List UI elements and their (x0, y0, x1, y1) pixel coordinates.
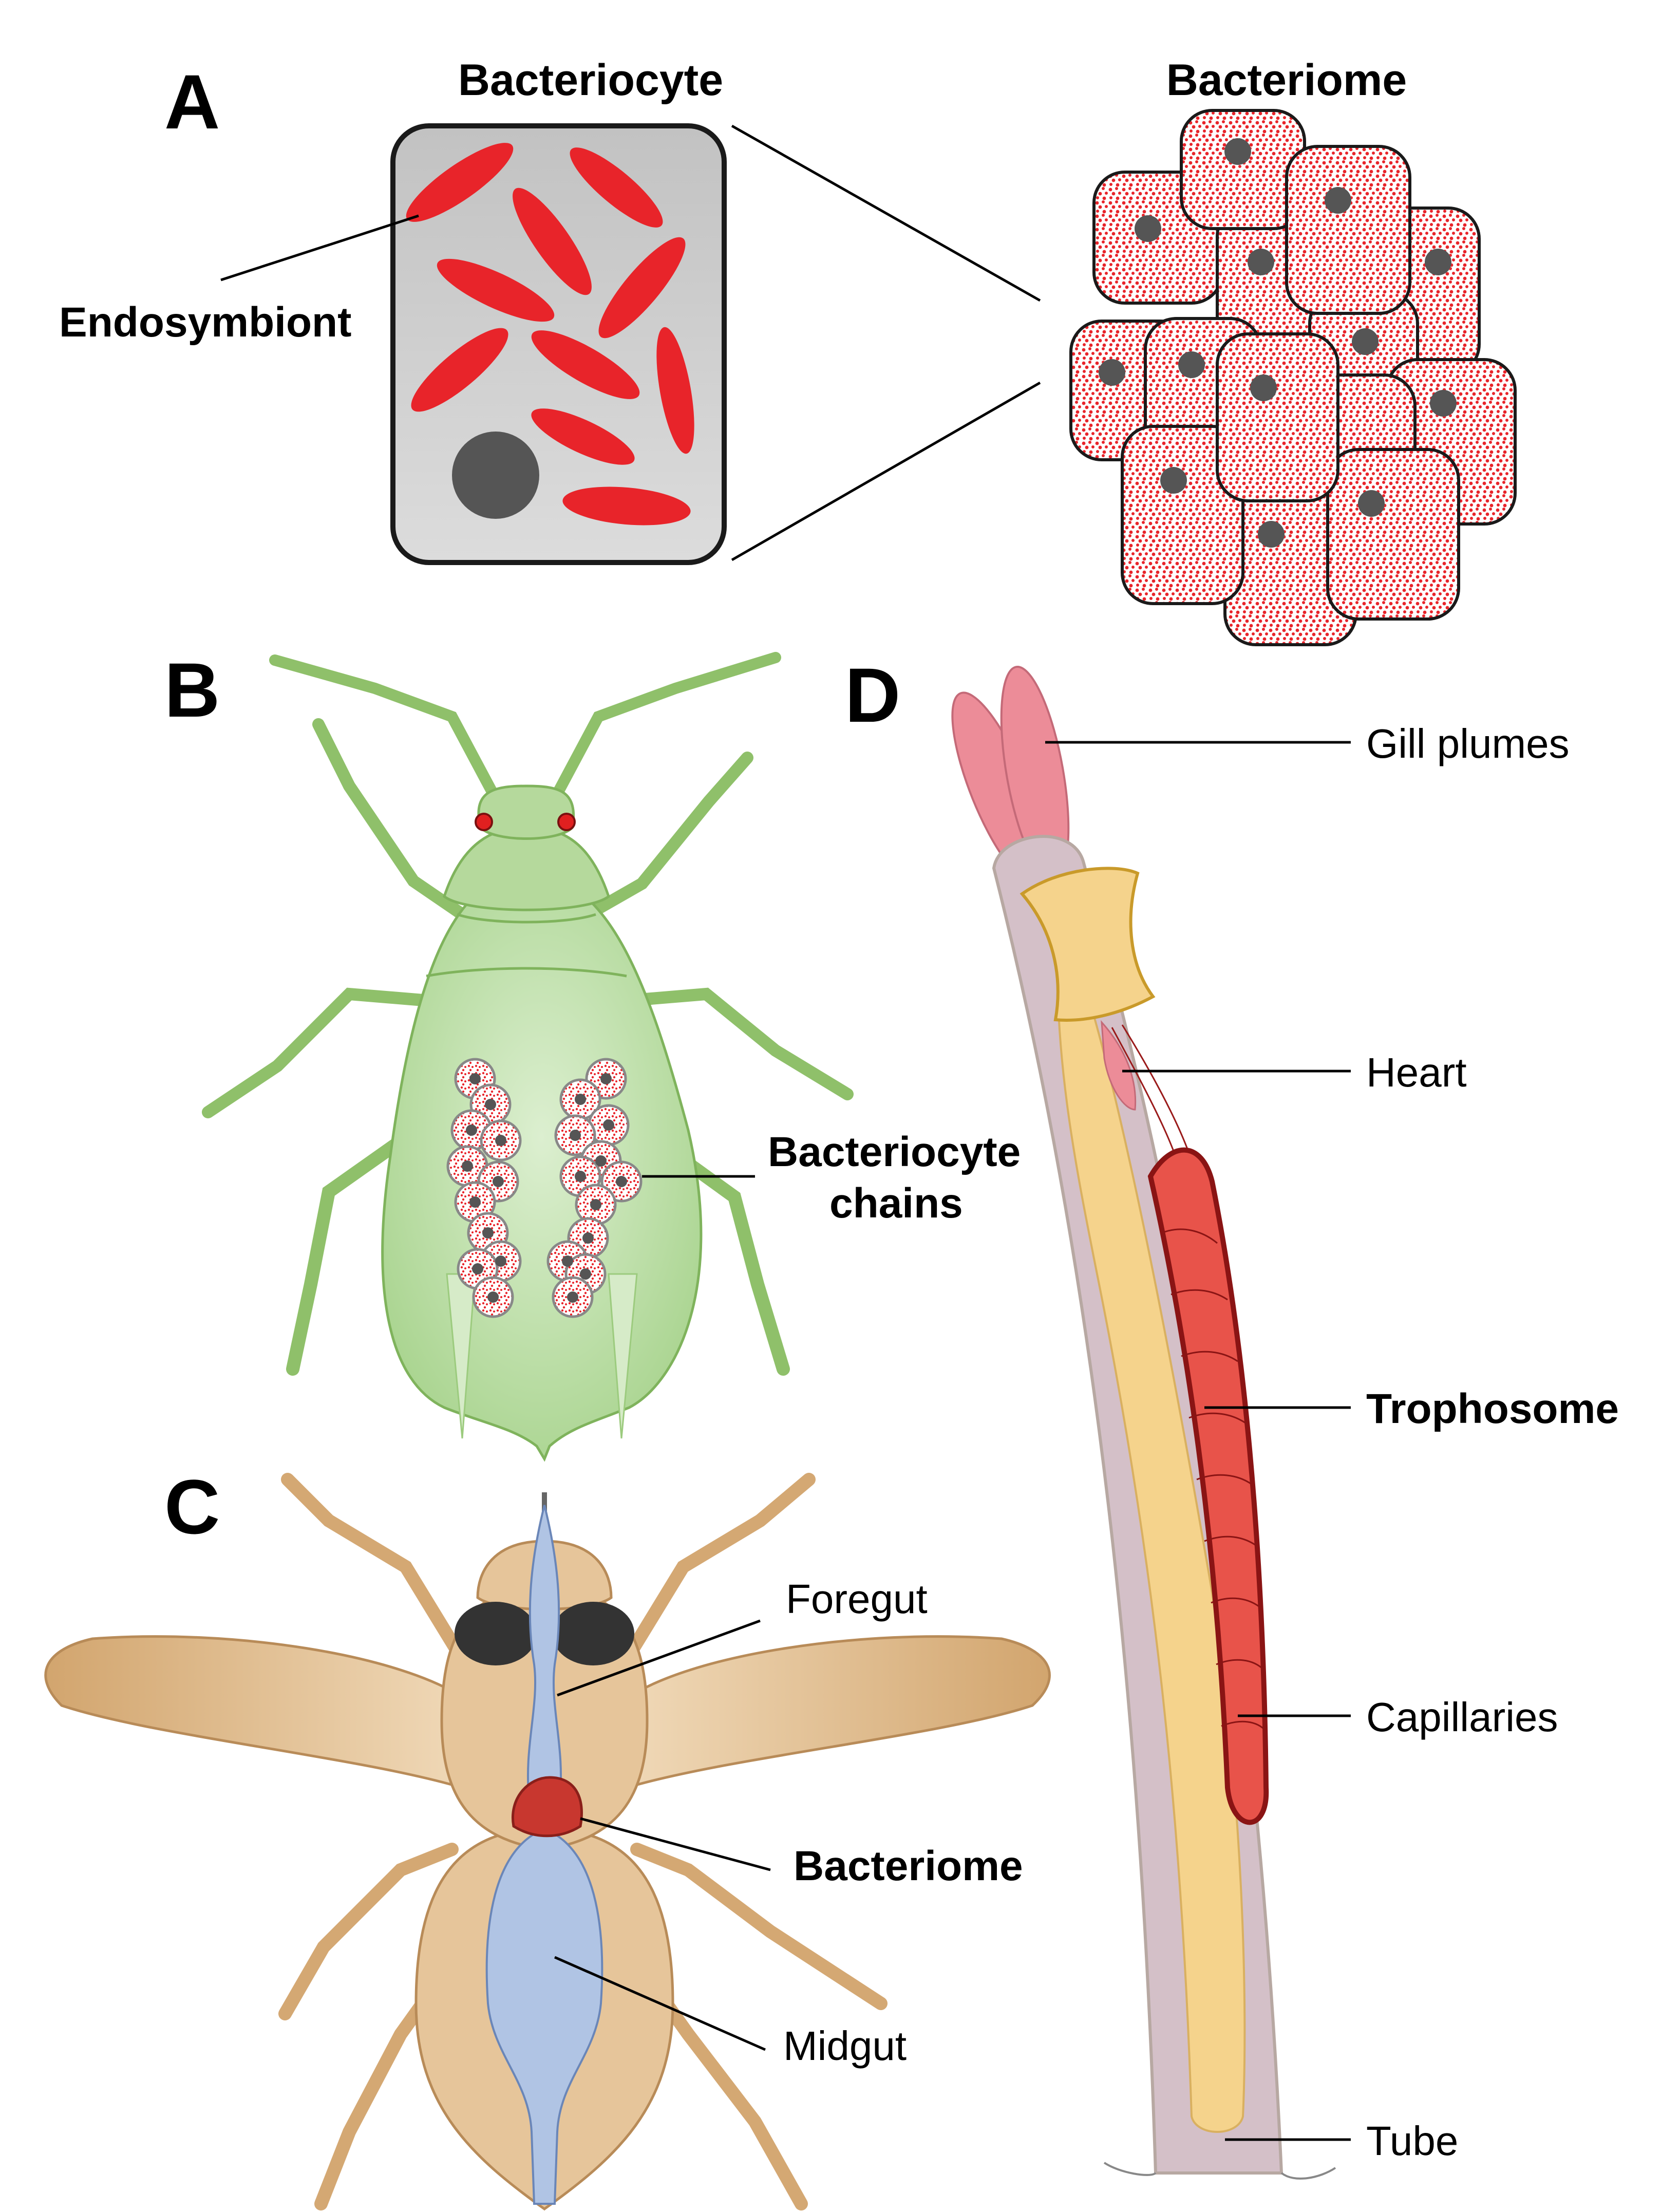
endosymbiont-3 (513, 188, 592, 295)
aphid-abdomen (381, 872, 703, 1462)
bacteriome-cell-11 (1121, 425, 1244, 605)
bacteriome-nuclei (1099, 138, 1457, 548)
endosymbiont-leader (220, 214, 419, 282)
bacteriocyte-chain-nuclei (462, 1073, 627, 1303)
bacteriocyte-chains-label-line1: Bacteriocyte (768, 1129, 1021, 1175)
endosymbiont-1 (406, 143, 514, 222)
trophosome (1147, 1147, 1269, 1825)
midgut-label: Midgut (783, 2023, 907, 2069)
panel-c-letter: C (164, 1464, 220, 1550)
zoom-line-bottom (731, 381, 1041, 561)
gill-plumes-label: Gill plumes (1366, 721, 1570, 766)
capillaries-label: Capillaries (1366, 1694, 1558, 1740)
endosymbiont-label: Endosymbiont (59, 299, 351, 346)
panel-b: B (164, 647, 1021, 1462)
panel-a-letter: A (164, 59, 220, 145)
bacteriocyte-nucleus (452, 432, 539, 519)
panel-c: C Foregut Bacteriome (44, 1464, 1051, 2211)
bacteriome-title: Bacteriome (1166, 55, 1407, 105)
panel-d: D Gill plumes Heart (845, 652, 1619, 2180)
aphid-antenna-left (269, 654, 499, 799)
aphid-leg-front-left (312, 718, 468, 921)
bacteriome-cell-12 (1216, 332, 1339, 502)
midgut (485, 1827, 603, 2205)
bacteriome-cell-10 (1326, 448, 1460, 621)
aphid-leg-middle-right (608, 987, 854, 1100)
bacteriome-fly-leader (580, 1817, 771, 1871)
bacteriome-cluster (1069, 109, 1517, 646)
endosymbiont-8 (656, 327, 694, 454)
endosymbiont-10 (562, 486, 691, 526)
aphid-leg-middle-left (202, 987, 448, 1118)
bacteriocyte-title: Bacteriocyte (458, 55, 723, 105)
aphid-leg-rear-left (286, 1123, 423, 1376)
worm-collar (1020, 867, 1156, 1022)
endosymbiont-5 (598, 237, 686, 339)
endosymbiont-4 (437, 258, 555, 322)
trophosome-label: Trophosome (1366, 1385, 1619, 1432)
panel-a: A Bacteriocyte Bacteriome Endosymbiont (59, 55, 1517, 646)
fly-eye-left (455, 1602, 537, 1665)
fly-wing-right (622, 1635, 1051, 1790)
endosymbiont-7 (531, 330, 640, 399)
tube-base-fibers (1103, 2162, 1336, 2180)
aphid-leg-front-right (582, 752, 753, 921)
worm-body (1056, 916, 1246, 2133)
foregut-label: Foregut (786, 1576, 928, 1622)
heart-label: Heart (1366, 1050, 1467, 1095)
aphid-antenna-right (552, 652, 781, 799)
aphid-eye-right (557, 813, 576, 831)
bacteriocyte-chains-label-line2: chains (829, 1180, 963, 1227)
worm-heart (1101, 1020, 1137, 1111)
bacteriome-cell-14 (1285, 145, 1411, 315)
fly-leg-middle-right (630, 1843, 888, 2010)
tube-label: Tube (1366, 2118, 1458, 2164)
aphid-thorax (443, 826, 610, 911)
panel-b-letter: B (164, 647, 220, 733)
midgut-leader (554, 1956, 766, 2051)
bacteriome-fly-label: Bacteriome (794, 1843, 1023, 1889)
aphid (202, 652, 854, 1462)
endosymbiont-6 (411, 328, 508, 412)
zoom-line-top (731, 124, 1041, 302)
fly-bacteriome (512, 1776, 583, 1838)
fly-wing-left (44, 1635, 469, 1790)
fly-leg-front-right (620, 1473, 816, 1666)
endosymbionts (406, 143, 694, 526)
fly-leg-middle-left (278, 1843, 459, 2020)
panel-d-letter: D (845, 652, 900, 738)
endosymbiont-2 (570, 147, 663, 228)
endosymbiont-9 (531, 408, 635, 465)
trophosome-segments (1161, 1228, 1267, 1732)
aphid-eye-left (475, 813, 493, 831)
foregut-leader (557, 1619, 761, 1697)
fly-eye-right (552, 1602, 634, 1665)
aphid-head (477, 784, 575, 840)
fly-leg-front-left (281, 1473, 469, 1666)
aphid-cornicle-right (608, 1273, 638, 1439)
